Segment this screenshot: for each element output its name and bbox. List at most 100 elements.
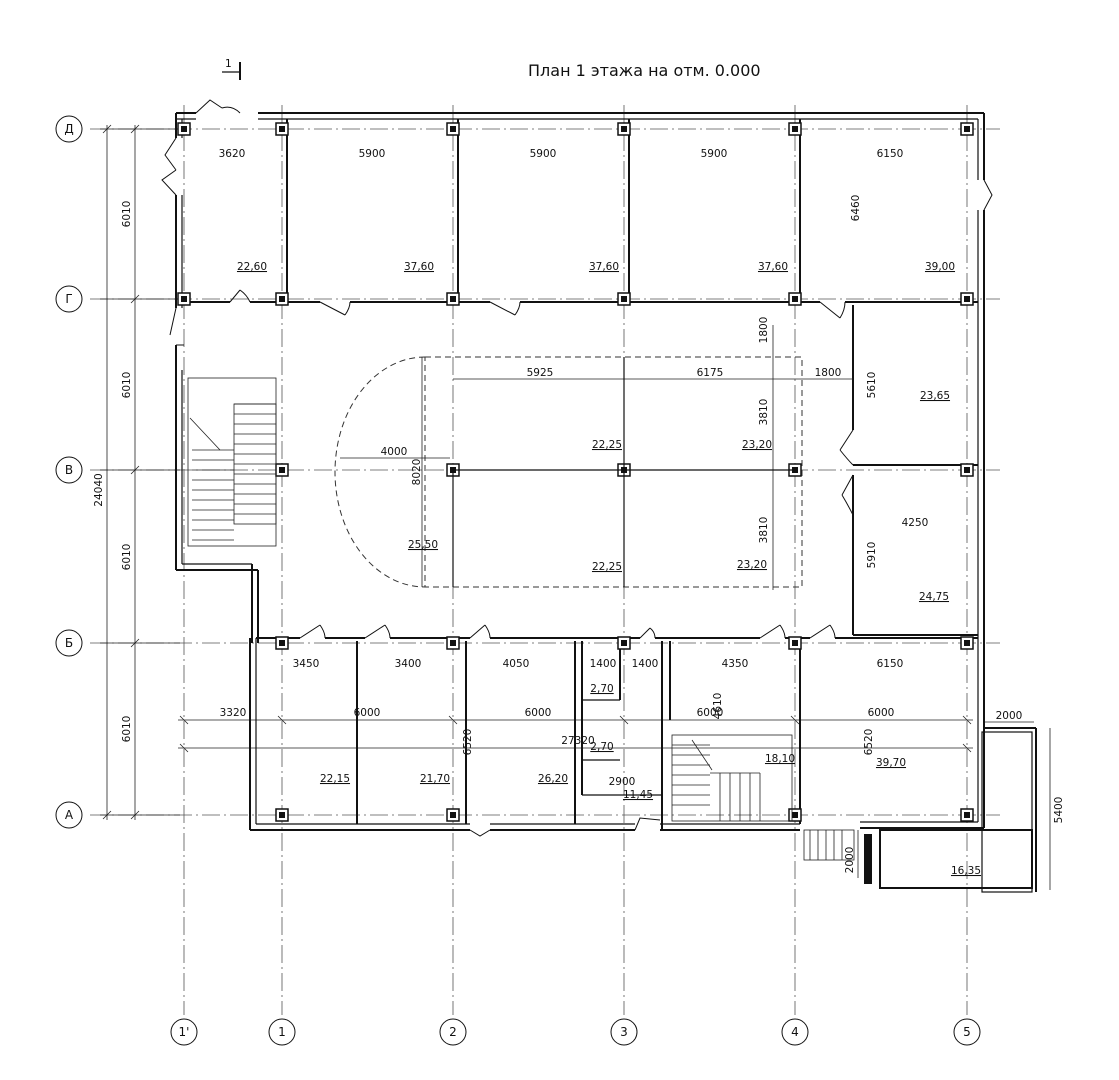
dim-bottom-row-7: 6150	[877, 658, 904, 670]
dim-bottom-4610: 4610	[712, 693, 724, 720]
dim-bottom-seg4: 6000	[697, 707, 724, 719]
dim-top-3: 5900	[530, 148, 557, 160]
area-hall-c: 25,50	[408, 539, 438, 551]
dim-bottom-seg3: 6000	[525, 707, 552, 719]
dim-hall-1800-v: 1800	[758, 317, 770, 344]
dim-left-seg2: 6010	[121, 372, 133, 399]
dim-porch-2000-v: 2000	[844, 847, 856, 874]
area-bottom-5: 39,70	[876, 757, 906, 769]
axis-bubble-v	[55, 456, 83, 484]
grid-axes	[90, 105, 1000, 1015]
dim-bottom-row-6: 4350	[722, 658, 749, 670]
axis-label-g: Г	[65, 292, 72, 306]
dim-top-right-height: 6460	[850, 195, 862, 222]
axis-label-2: 2	[449, 1025, 457, 1039]
columns	[177, 122, 974, 822]
left-dimensions: 24040 6010 6010 6010 6010	[93, 124, 180, 820]
axis-bubble-1	[268, 1018, 296, 1046]
axis-bubble-a	[55, 801, 83, 829]
dim-bottom-seg1: 3320	[220, 707, 247, 719]
dim-bottom-6520-a: 6520	[462, 729, 474, 756]
dim-top-1: 3620	[219, 148, 246, 160]
row-axis-bubbles: Д Г В Б А	[55, 115, 83, 829]
area-top-5: 39,00	[925, 261, 955, 273]
area-hall-b: 23,20	[742, 439, 772, 451]
dim-bottom-row-2: 3400	[395, 658, 422, 670]
area-bottom-2: 21,70	[420, 773, 450, 785]
area-right-1: 23,65	[920, 390, 950, 402]
dim-bottom-row-4: 1400	[590, 658, 617, 670]
dim-bottom-2900: 2900	[609, 776, 636, 788]
area-hall-d: 22,25	[592, 561, 622, 573]
axis-bubble-b	[55, 629, 83, 657]
dim-bottom-seg5: 6000	[868, 707, 895, 719]
dim-bottom-row-3: 4050	[503, 658, 530, 670]
dim-porch-2000: 2000	[996, 710, 1023, 722]
dim-left-seg4: 6010	[121, 716, 133, 743]
axis-bubble-2	[439, 1018, 467, 1046]
axis-bubble-3	[610, 1018, 638, 1046]
porch	[803, 721, 1051, 893]
axis-label-5: 5	[963, 1025, 971, 1039]
dim-left-seg3: 6010	[121, 544, 133, 571]
plan-title: План 1 этажа на отм. 0.000	[528, 61, 761, 80]
axis-label-v: В	[65, 463, 73, 477]
area-top-2: 37,60	[404, 261, 434, 273]
axis-bubble-g	[55, 285, 83, 313]
dim-bottom-seg2: 6000	[354, 707, 381, 719]
area-right-2: 24,75	[919, 591, 949, 603]
dim-top-5: 6150	[877, 148, 904, 160]
area-bottom-3: 26,20	[538, 773, 568, 785]
dim-right-5910: 5910	[866, 542, 878, 569]
dim-hall-1800-h: 1800	[815, 367, 842, 379]
outer-walls	[175, 112, 985, 831]
dim-left-total: 24040	[93, 473, 105, 506]
dim-left-seg1: 6010	[121, 201, 133, 228]
area-hall-a: 22,25	[592, 439, 622, 451]
area-wc-2: 2,70	[590, 741, 613, 753]
dim-bottom-row-1: 3450	[293, 658, 320, 670]
area-porch: 16,35	[951, 865, 981, 877]
axis-bubble-1p	[170, 1018, 198, 1046]
dim-hall-6175: 6175	[697, 367, 724, 379]
axis-bubble-5	[953, 1018, 981, 1046]
dim-bottom-row-5: 1400	[632, 658, 659, 670]
axis-label-a: А	[65, 808, 74, 822]
axis-label-4: 4	[791, 1025, 799, 1039]
area-top-4: 37,60	[758, 261, 788, 273]
area-stair-2: 18,10	[765, 753, 795, 765]
area-top-1: 22,60	[237, 261, 267, 273]
room-area-labels: 22,60 37,60 37,60 37,60 39,00 22,25 23,2…	[237, 261, 981, 877]
left-staircase	[187, 377, 277, 547]
dim-hall-3810-a: 3810	[758, 399, 770, 426]
dim-bottom-6520-b: 6520	[863, 729, 875, 756]
axis-label-b: Б	[65, 636, 73, 650]
dim-porch-5400: 5400	[1053, 797, 1065, 824]
dim-hall-3810-b: 3810	[758, 517, 770, 544]
area-wc-1: 2,70	[590, 683, 613, 695]
axis-bubble-d	[55, 115, 83, 143]
dim-top-4: 5900	[701, 148, 728, 160]
interior-walls	[182, 119, 978, 830]
axis-bubble-4	[781, 1018, 809, 1046]
section-mark: 1	[222, 58, 241, 80]
dimension-labels: 3620 5900 5900 5900 6150 6460 1800 1800 …	[219, 148, 1065, 873]
column-axis-bubbles: 1' 1 2 3 4 5	[170, 1018, 981, 1046]
axis-label-3: 3	[620, 1025, 628, 1039]
axis-label-1p: 1'	[179, 1025, 190, 1039]
hall-outline	[334, 325, 853, 590]
dim-right-5610: 5610	[866, 372, 878, 399]
area-bottom-1: 22,15	[320, 773, 350, 785]
central-staircase	[671, 734, 793, 822]
dim-top-2: 5900	[359, 148, 386, 160]
axis-label-d: Д	[64, 122, 73, 136]
area-corridor: 11,45	[623, 789, 653, 801]
section-mark-label: 1	[225, 58, 232, 70]
dim-hall-8020: 8020	[411, 459, 423, 486]
dim-right-4250: 4250	[902, 517, 929, 529]
door-swings	[161, 99, 993, 837]
area-top-3: 37,60	[589, 261, 619, 273]
dim-hall-5925: 5925	[527, 367, 554, 379]
dim-hall-4000: 4000	[381, 446, 408, 458]
